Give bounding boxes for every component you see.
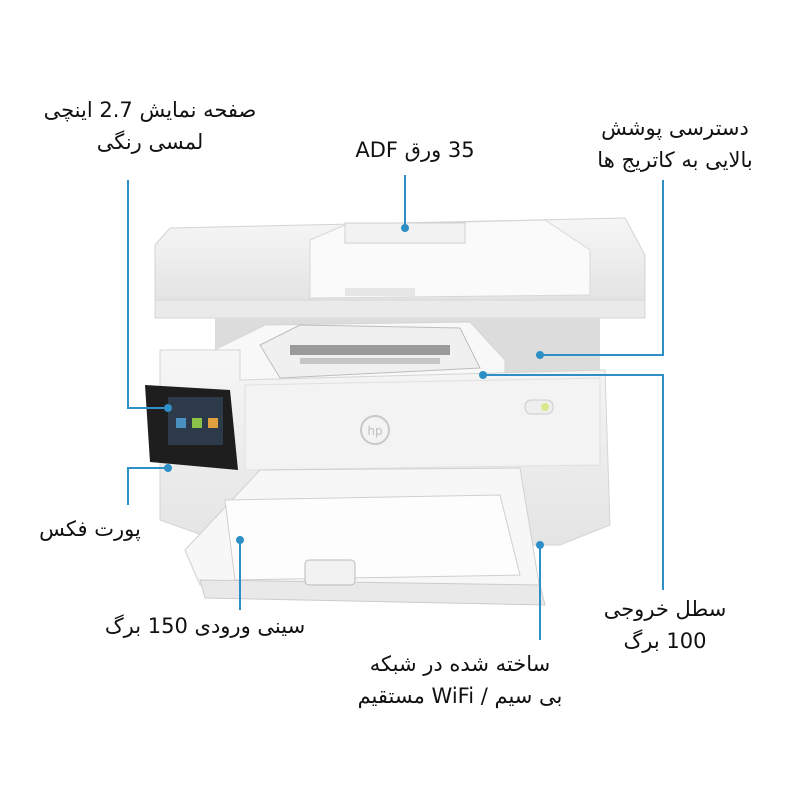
label-touchscreen: صفحه نمایش 2.7 اینچی لمسی رنگی xyxy=(43,98,257,154)
callout-dots xyxy=(164,224,544,549)
label-fax-port: پورت فکس xyxy=(39,517,141,541)
label-wifi: ساخته شده در شبکه بی سیم / WiFi مستقیم xyxy=(357,652,563,708)
leader-lines xyxy=(127,175,664,640)
hp-logo xyxy=(360,415,390,445)
input-tray xyxy=(184,467,546,606)
label-input-tray: سینی ورودی 150 برگ xyxy=(104,614,306,638)
leader-cartridge xyxy=(540,180,664,356)
label-adf: 35 ورق ADF xyxy=(355,138,475,162)
touchscreen-panel xyxy=(145,385,238,470)
output-tray xyxy=(209,318,600,386)
label-output-tray: سطل خروجی 100 برگ xyxy=(603,597,727,653)
leader-fax xyxy=(127,467,168,505)
label-cartridge-access: دسترسی پوشش بالایی به کاتریج ها xyxy=(597,116,753,172)
adf-unit xyxy=(154,217,646,301)
leader-touchscreen xyxy=(127,180,168,409)
svg-text:hp: hp xyxy=(367,424,382,438)
leader-output xyxy=(483,374,664,590)
